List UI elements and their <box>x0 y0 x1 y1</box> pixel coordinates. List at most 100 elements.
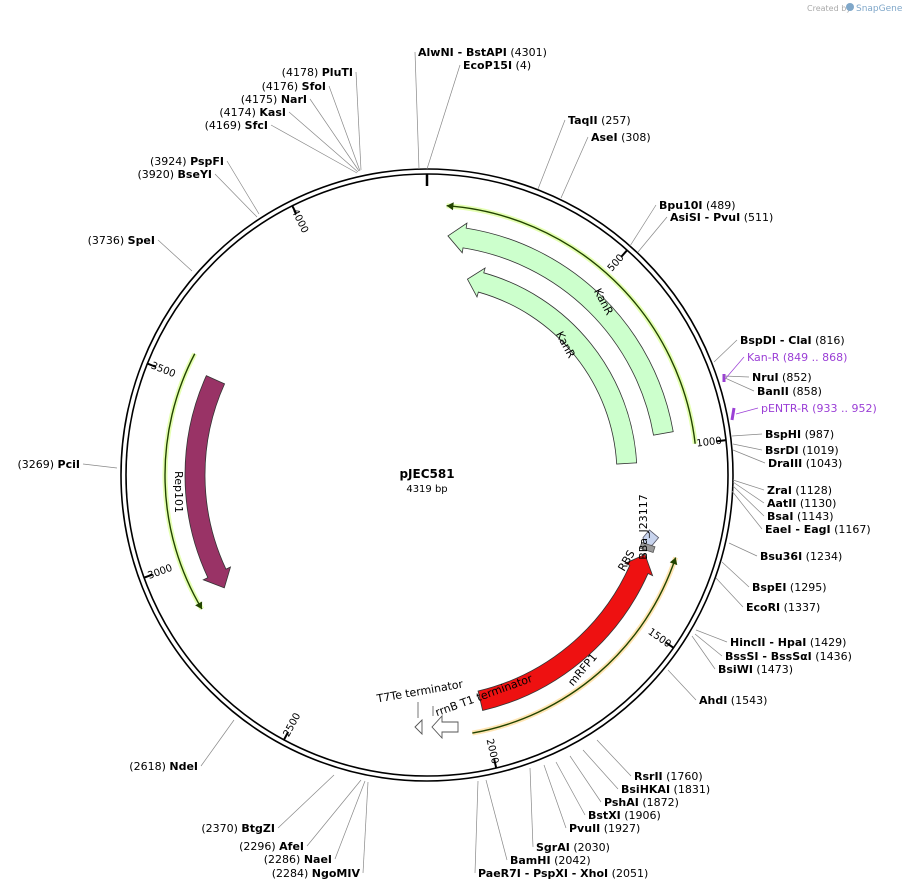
enzyme-label[interactable]: BspDI - ClaI (816) <box>740 334 845 347</box>
enzyme-labels: AlwNI - BstAPI (4301)EcoP15I (4) TaqII (2… <box>17 46 876 880</box>
enzyme-label[interactable]: (3920) BseYI <box>137 168 212 181</box>
enzyme-label[interactable]: BspHI (987) <box>765 428 834 441</box>
enzyme-label[interactable]: SgrAI (2030) <box>536 841 610 854</box>
enzyme-leader-line <box>270 124 358 174</box>
enzyme-label[interactable]: (3269) PciI <box>17 458 80 471</box>
kanr-line-strand-arrowhead <box>446 202 454 211</box>
primer-label[interactable]: pENTR-R (933 .. 952) <box>761 402 877 415</box>
enzyme-leader-line <box>334 780 366 860</box>
enzyme-label[interactable]: BsiWI (1473) <box>718 663 793 676</box>
enzyme-label[interactable]: AsiSI - PvuI (511) <box>670 211 773 224</box>
enzyme-position: (1130) <box>796 497 836 510</box>
enzyme-label[interactable]: (4176) SfoI <box>262 80 326 93</box>
enzyme-leader-line <box>485 779 508 861</box>
enzyme-label[interactable]: DraIII (1043) <box>768 457 842 470</box>
enzyme-label[interactable]: PaeR7I - PspXI - XhoI (2051) <box>478 867 648 880</box>
enzyme-position: (1831) <box>670 783 710 796</box>
tick-mark <box>143 573 153 579</box>
enzyme-label[interactable]: Bpu10I (489) <box>659 199 736 212</box>
kanr-arrow-inner[interactable] <box>466 267 638 465</box>
enzyme-label[interactable]: (2286) NaeI <box>264 853 332 866</box>
enzyme-leader-line <box>732 449 766 464</box>
tick-mark <box>493 758 498 769</box>
enzyme-label[interactable]: ZraI (1128) <box>767 484 832 497</box>
enzyme-label[interactable]: PshAI (1872) <box>604 796 679 809</box>
snapgene-watermark[interactable]: Created by SnapGene <box>807 3 903 14</box>
enzyme-label[interactable]: (3924) PspFI <box>150 155 224 168</box>
enzyme-label[interactable]: EaeI - EagI (1167) <box>765 523 871 536</box>
enzyme-label[interactable]: (2296) AfeI <box>239 840 304 853</box>
enzyme-leader-line <box>277 774 335 829</box>
enzyme-position: (1143) <box>793 510 833 523</box>
enzyme-leader-line <box>723 375 750 378</box>
primer-leader-line <box>735 407 759 415</box>
enzyme-label[interactable]: EcoRI (1337) <box>746 601 820 614</box>
tick-label: 4000 <box>289 207 310 235</box>
rbs-feature[interactable] <box>639 541 656 553</box>
enzyme-label[interactable]: BsaI (1143) <box>767 510 834 523</box>
tick-mark <box>147 362 157 368</box>
bba-j23117-label: BBa_J23117 <box>637 494 650 560</box>
enzyme-position: (1543) <box>727 694 767 707</box>
enzyme-label[interactable]: EcoP15I (4) <box>463 59 531 72</box>
enzyme-position: (2030) <box>570 841 610 854</box>
t7te-terminator-arrow[interactable] <box>414 718 423 736</box>
enzyme-leader-line <box>214 173 258 218</box>
enzyme-position: (489) <box>703 199 736 212</box>
enzyme-label[interactable]: BamHI (2042) <box>510 854 591 867</box>
enzyme-label[interactable]: AseI (308) <box>591 131 651 144</box>
enzyme-label[interactable]: (4174) KasI <box>219 106 286 119</box>
enzyme-label[interactable]: BsrDI (1019) <box>765 444 839 457</box>
tick-label: 3000 <box>146 563 174 582</box>
enzyme-leader-line <box>596 739 632 777</box>
enzyme-position: (4174) <box>219 106 259 119</box>
enzyme-name: AsiSI - PvuI <box>670 211 740 224</box>
enzyme-label[interactable]: PvuII (1927) <box>569 822 640 835</box>
enzyme-name: BsaI <box>767 510 793 523</box>
enzyme-leader-line <box>82 463 118 469</box>
enzyme-label[interactable]: (4175) NarI <box>241 93 307 106</box>
enzyme-label[interactable]: RsrII (1760) <box>634 770 703 783</box>
enzyme-label[interactable]: HincII - HpaI (1429) <box>730 636 846 649</box>
enzyme-label[interactable]: AatII (1130) <box>767 497 836 510</box>
enzyme-label[interactable]: AlwNI - BstAPI (4301) <box>418 46 547 59</box>
enzyme-leader-line <box>732 485 765 517</box>
enzyme-label[interactable]: BsiHKAI (1831) <box>621 783 710 796</box>
enzyme-position: (4175) <box>241 93 281 106</box>
enzyme-label[interactable]: (4178) PluTI <box>282 66 353 79</box>
enzyme-leader-line <box>569 755 602 803</box>
primer-binding-mark[interactable] <box>730 407 736 421</box>
primer-label[interactable]: Kan-R (849 .. 868) <box>747 351 847 364</box>
mrfp1-arrow[interactable] <box>477 553 654 711</box>
rep101-arrow[interactable] <box>184 375 232 589</box>
enzyme-name: BanII <box>757 385 789 398</box>
kanr-arrow-outer[interactable] <box>447 222 674 436</box>
enzyme-label[interactable]: (2618) NdeI <box>129 760 198 773</box>
enzyme-label[interactable]: BanII (858) <box>757 385 822 398</box>
enzyme-name: SfoI <box>302 80 326 93</box>
enzyme-label[interactable]: BstXI (1906) <box>588 809 661 822</box>
enzyme-name: BspDI - ClaI <box>740 334 812 347</box>
enzyme-label[interactable]: (4169) SfcI <box>205 119 268 132</box>
enzyme-label[interactable]: BssSI - BssSαI (1436) <box>725 650 852 663</box>
enzyme-label[interactable]: NruI (852) <box>752 371 812 384</box>
enzyme-position: (3924) <box>150 155 190 168</box>
enzyme-label[interactable]: (3736) SpeI <box>88 234 155 247</box>
enzyme-label[interactable]: (2370) BtgZI <box>201 822 275 835</box>
plasmid-length: 4319 bp <box>406 484 447 495</box>
enzyme-label[interactable]: AhdI (1543) <box>699 694 767 707</box>
enzyme-label[interactable]: Bsu36I (1234) <box>760 550 842 563</box>
enzyme-label[interactable]: (2284) NgoMIV <box>272 867 361 880</box>
enzyme-label[interactable]: TaqII (257) <box>568 114 631 127</box>
bba-j23117-promoter[interactable] <box>640 529 660 549</box>
enzyme-name: PvuII <box>569 822 600 835</box>
enzyme-position: (1043) <box>802 457 842 470</box>
enzyme-name: BspHI <box>765 428 801 441</box>
enzyme-label[interactable]: BspEI (1295) <box>752 581 827 594</box>
tick-label: 2000 <box>484 738 501 765</box>
enzyme-name: RsrII <box>634 770 663 783</box>
enzyme-position: (4176) <box>262 80 302 93</box>
enzyme-leader-line <box>328 85 361 172</box>
rrnb-t1-terminator-arrow[interactable] <box>431 714 459 740</box>
